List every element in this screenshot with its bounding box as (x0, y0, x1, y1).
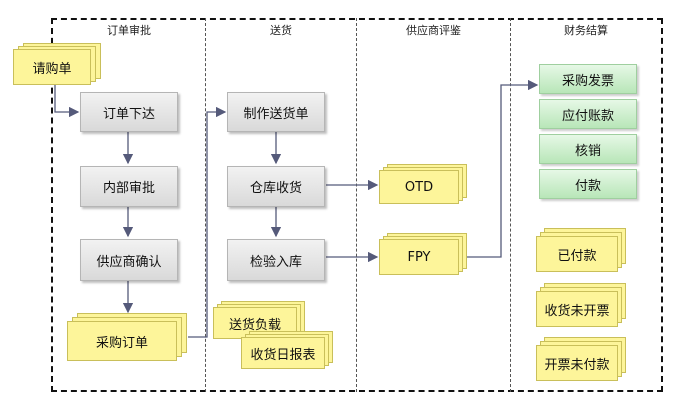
doc-paid-label: 已付款 (536, 236, 618, 272)
lane-title-delivery: 送货 (270, 24, 292, 37)
lane-divider-3 (510, 18, 511, 392)
step-internal-approval: 内部审批 (80, 166, 178, 207)
doc-paid: 已付款 (536, 228, 628, 274)
doc-invoiced-not-paid: 开票未付款 (536, 337, 628, 383)
finance-payment: 付款 (539, 169, 637, 199)
step-supplier-confirm: 供应商确认 (80, 239, 178, 281)
doc-otd-label: OTD (379, 170, 459, 204)
step-warehouse-receipt: 仓库收货 (227, 166, 325, 207)
doc-receipt-daily: 收货日报表 (241, 331, 335, 371)
lane-divider-2 (356, 18, 357, 392)
doc-received-not-invoiced-label: 收货未开票 (536, 291, 618, 327)
doc-receipt-daily-label: 收货日报表 (241, 337, 325, 369)
lane-title-finance: 财务结算 (564, 24, 608, 37)
doc-invoiced-not-paid-label: 开票未付款 (536, 345, 618, 381)
doc-purchase-request-label: 请购单 (13, 49, 91, 85)
doc-received-not-invoiced: 收货未开票 (536, 283, 628, 329)
doc-fpy-label: FPY (379, 239, 459, 275)
doc-purchase-request: 请购单 (13, 43, 103, 87)
diagram-frame (51, 18, 663, 392)
lane-title-order-approval: 订单审批 (107, 24, 151, 37)
doc-fpy: FPY (379, 233, 469, 277)
doc-purchase-order-label: 采购订单 (67, 321, 177, 361)
step-inspection-stockin: 检验入库 (227, 239, 325, 281)
doc-purchase-order: 采购订单 (67, 313, 191, 363)
finance-accounts-payable: 应付账款 (539, 99, 637, 129)
step-make-delivery-note: 制作送货单 (227, 92, 325, 132)
step-order-release: 订单下达 (80, 92, 178, 132)
finance-write-off: 核销 (539, 134, 637, 164)
doc-otd: OTD (379, 164, 469, 206)
finance-purchase-invoice: 采购发票 (539, 64, 637, 94)
lane-divider-1 (205, 18, 206, 392)
lane-title-supplier-eval: 供应商评鉴 (406, 24, 461, 37)
